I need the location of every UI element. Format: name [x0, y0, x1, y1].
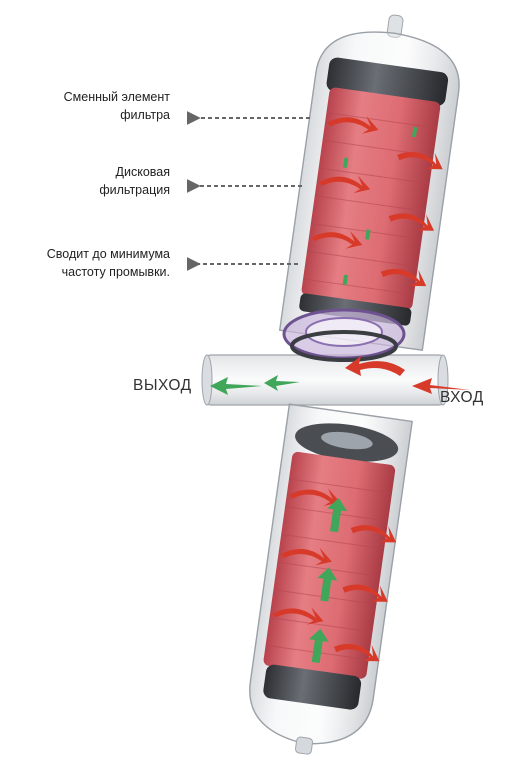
callout-line: фильтрация [20, 181, 170, 199]
callout-disc-filtration: Дисковая фильтрация [20, 163, 170, 199]
disc-assembly [284, 310, 404, 360]
outlet-pipe-end [202, 355, 212, 405]
outlet-label: ВЫХОД [133, 377, 192, 395]
horizontal-pipe [205, 355, 445, 405]
callout-line: фильтра [20, 106, 170, 124]
callout-minimal-flushing: Сводит до минимума частоту промывки. [10, 245, 170, 281]
callout-line: Сводит до минимума [10, 245, 170, 263]
inlet-label: ВХОД [440, 389, 484, 407]
upper-housing [280, 5, 468, 350]
callout-replaceable-element: Сменный элемент фильтра [20, 88, 170, 124]
drain-nipple [295, 737, 313, 755]
side-pipes [202, 355, 448, 405]
callout-line: Дисковая [20, 163, 170, 181]
lower-housing [242, 404, 414, 762]
callout-line: частоту промывки. [10, 263, 170, 281]
callout-line: Сменный элемент [20, 88, 170, 106]
